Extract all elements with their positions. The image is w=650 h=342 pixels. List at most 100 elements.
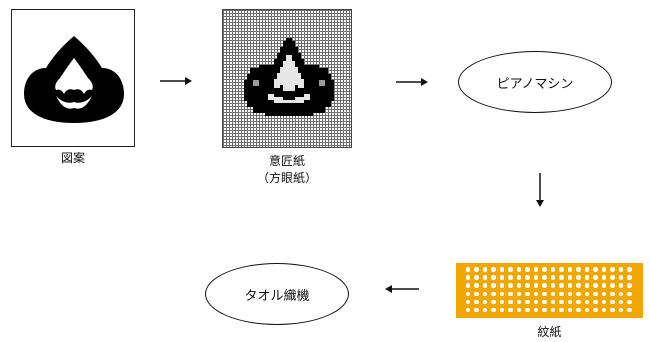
punch-hole [627,291,632,297]
punch-hole [627,267,632,272]
punch-hole [627,307,632,313]
punch-hole [474,291,479,297]
arrow-right-icon [396,78,428,86]
punch-hole [559,307,564,313]
punch-hole [542,291,547,297]
punch-hole [533,299,539,305]
punch-hole [618,291,624,297]
towel-loom-node: タオル織機 [205,263,349,325]
grid-paper-sublabel: （方眼紙） [256,171,317,185]
punch-hole [618,267,624,272]
design-label: 図案 [60,151,85,165]
punch-hole [465,299,471,305]
punch-hole [499,275,505,280]
punch-hole [593,267,598,272]
punch-hole [584,307,590,313]
punch-hole [550,299,556,305]
punch-hole [465,275,471,280]
punch-hole [627,275,632,280]
punch-hole [610,267,615,272]
towel-loom-label: タオル織機 [244,288,310,304]
punch-hole [550,267,556,272]
punch-hole [601,267,607,272]
punch-hole [474,267,479,272]
punch-hole [550,283,556,288]
punch-hole [576,275,581,280]
punch-hole [567,283,573,288]
punch-hole [601,307,607,313]
piano-machine-label: ピアノマシン [496,76,574,92]
punch-hole [542,267,547,272]
punch-hole [474,299,479,305]
punch-hole [465,291,471,297]
punch-hole [627,299,632,305]
punch-hole [533,307,539,313]
punch-hole [559,275,564,280]
punch-hole [525,267,530,272]
punch-hole [508,283,513,288]
punch-hole [508,307,513,313]
punch-hole [584,267,590,272]
punch-hole [567,291,573,297]
punch-hole [576,267,581,272]
punch-hole [610,291,615,297]
punch-hole [491,283,496,288]
punch-hole [610,299,615,305]
punch-hole [499,307,505,313]
punch-hole [567,275,573,280]
punch-hole [491,267,496,272]
punch-hole [499,267,505,272]
punch-hole [474,307,479,313]
punch-hole [508,299,513,305]
punch-hole [550,291,556,297]
grid-paper-label: 意匠紙 [268,154,305,168]
punch-hole [491,275,496,280]
punch-hole [601,291,607,297]
piano-machine-node: ピアノマシン [458,51,612,113]
punch-hole [491,291,496,297]
punch-card-label: 紋紙 [537,325,562,339]
punch-hole [525,283,530,288]
punch-hole [516,291,522,297]
punch-hole [508,275,513,280]
punch-hole [618,275,624,280]
punch-hole [627,283,632,288]
punch-hole [482,299,488,305]
punch-hole [508,291,513,297]
punch-hole [601,299,607,305]
punch-hole [559,291,564,297]
punch-hole [542,307,547,313]
punch-hole [576,283,581,288]
punch-hole [533,291,539,297]
punch-hole [525,275,530,280]
punch-hole [482,275,488,280]
punch-hole [601,275,607,280]
punch-hole [576,299,581,305]
punch-hole [610,307,615,313]
punch-hole [542,275,547,280]
punch-hole [465,283,471,288]
punch-card-holes [465,267,634,314]
punch-hole [559,299,564,305]
punch-hole [584,299,590,305]
punch-hole [482,267,488,272]
punch-hole [576,307,581,313]
punch-hole [516,275,522,280]
punch-hole [516,267,522,272]
punch-hole [491,299,496,305]
punch-hole [516,307,522,313]
punch-hole [584,275,590,280]
punch-hole [533,283,539,288]
punch-hole [593,307,598,313]
mountain-motif-icon [24,36,124,123]
punch-hole [525,307,530,313]
punch-hole [593,283,598,288]
punch-hole [567,267,573,272]
punch-hole [474,283,479,288]
punch-hole [482,307,488,313]
grid-paper-drawing [222,9,352,148]
punch-hole [559,267,564,272]
punch-hole [550,307,556,313]
punch-hole [584,283,590,288]
